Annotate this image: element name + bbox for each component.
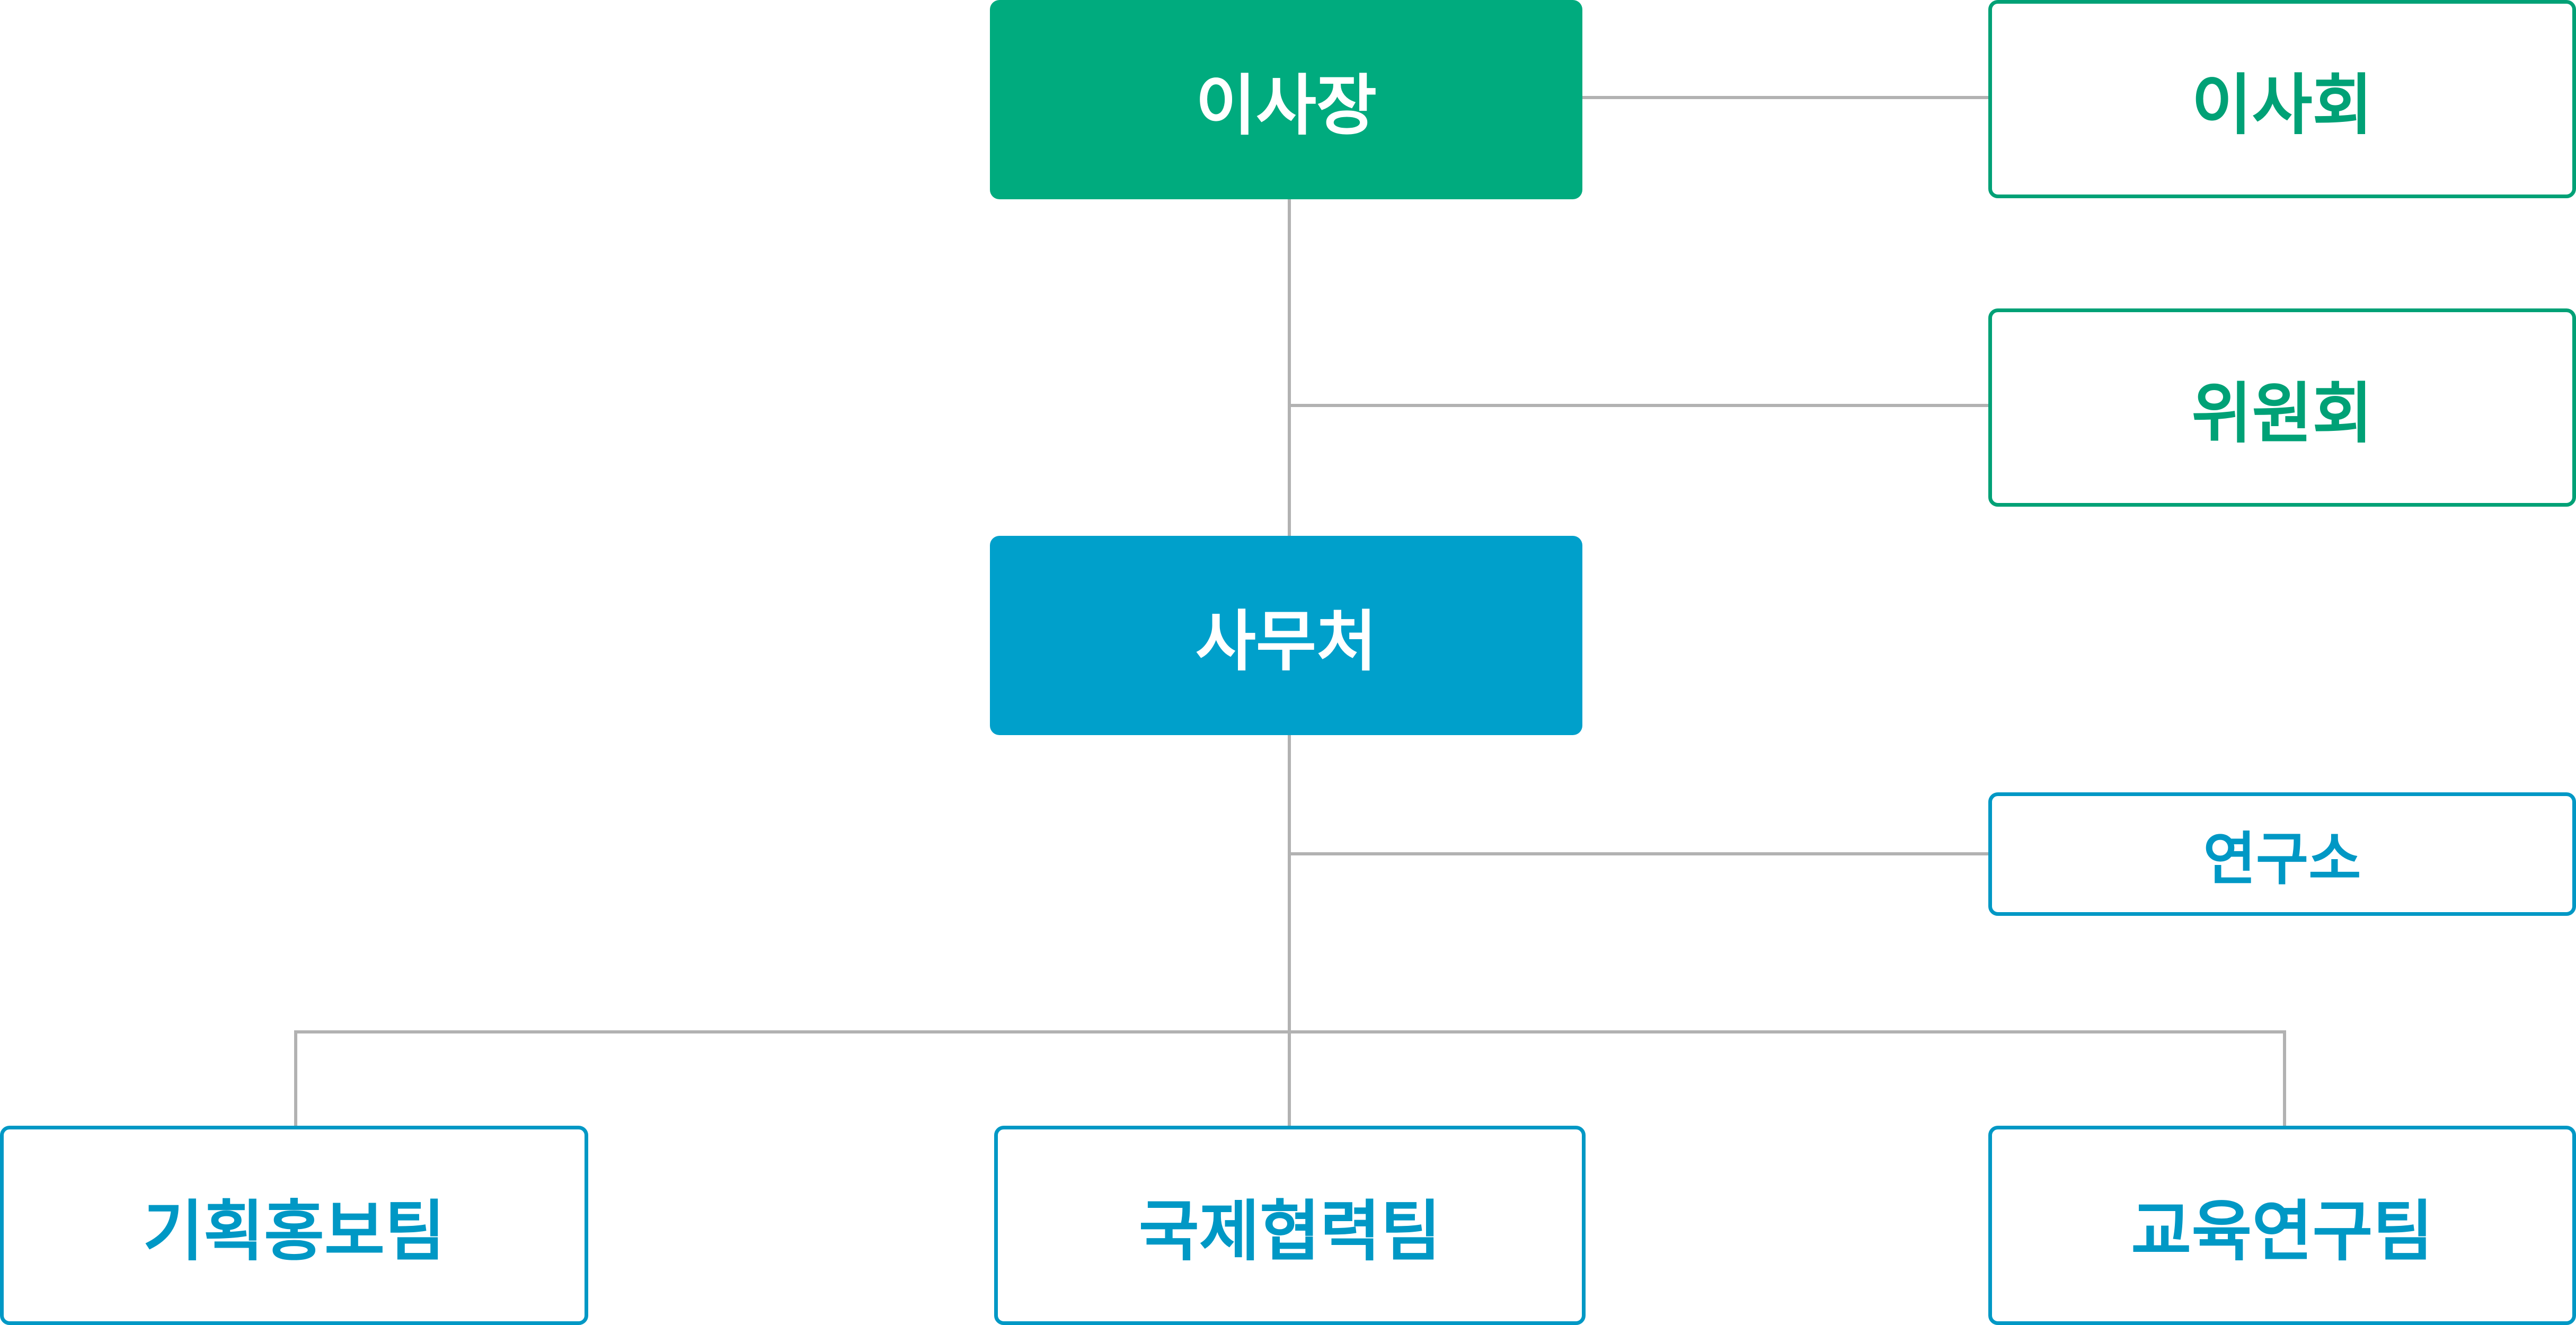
node-intl-team-label: 국제협력팀 — [1138, 1194, 1441, 1270]
node-chairman-label: 이사장 — [1195, 68, 1377, 144]
node-education-team-label: 교육연구팀 — [2131, 1194, 2433, 1270]
node-institute: 연구소 — [1988, 792, 2576, 916]
node-office-label: 사무처 — [1195, 604, 1377, 680]
node-office: 사무처 — [990, 536, 1582, 735]
node-board-label: 이사회 — [2191, 67, 2373, 144]
node-planning-team-label: 기획홍보팀 — [143, 1194, 446, 1270]
node-education-team: 교육연구팀 — [1988, 1126, 2576, 1325]
node-board: 이사회 — [1988, 0, 2576, 198]
node-committee: 위원회 — [1988, 308, 2576, 507]
node-institute-label: 연구소 — [2203, 826, 2361, 893]
node-planning-team: 기획홍보팀 — [0, 1126, 588, 1325]
node-chairman: 이사장 — [990, 0, 1582, 199]
node-intl-team: 국제협력팀 — [994, 1126, 1586, 1325]
node-committee-label: 위원회 — [2191, 376, 2373, 452]
